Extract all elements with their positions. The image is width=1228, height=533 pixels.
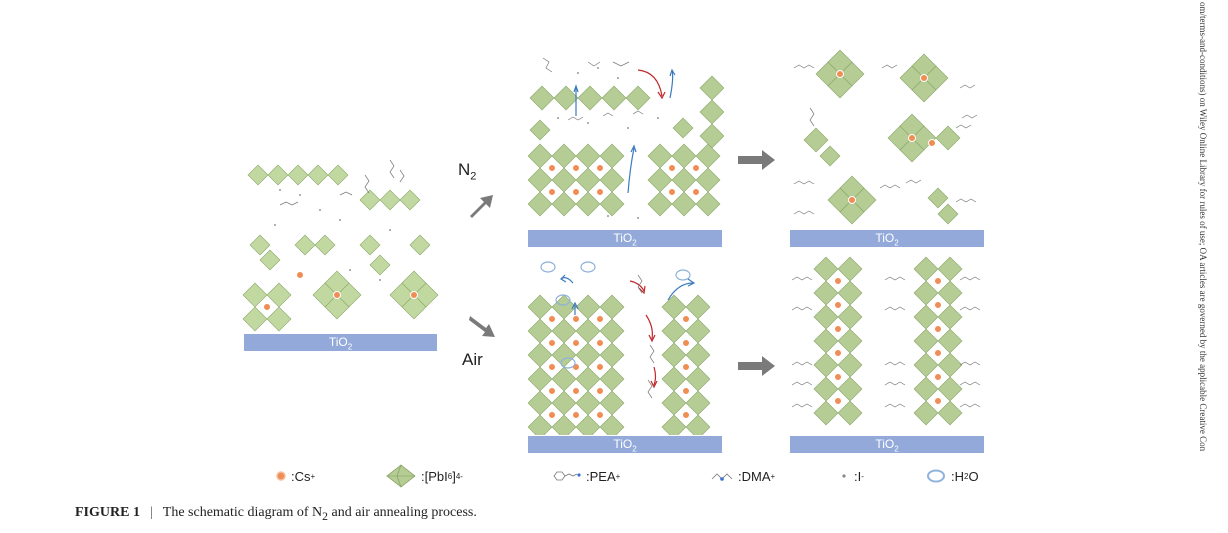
arrow-n2-to-final — [738, 150, 775, 170]
panel-n2-final — [790, 48, 986, 230]
substrate-n2-final: TiO2 — [790, 230, 984, 247]
legend-dma-text: :DMA — [738, 468, 771, 484]
caption-text: The schematic diagram of N — [162, 505, 323, 520]
label-air: Air — [462, 350, 483, 369]
n2-sub: 2 — [470, 170, 477, 183]
legend-h2o-end: O — [968, 468, 979, 484]
legend-cs-text: :Cs — [291, 468, 311, 484]
substrate-air-annealing: TiO2 — [528, 436, 722, 453]
substrate-label-sub: 2 — [632, 444, 637, 454]
substrate-label-sub: 2 — [347, 342, 353, 352]
air-annealing-illustration — [528, 261, 711, 435]
air-final-illustration — [791, 256, 981, 426]
water-molecule-icon — [927, 469, 945, 483]
legend-pea-sup: + — [615, 471, 621, 481]
cs-ion-icon — [276, 471, 286, 481]
legend-pbi-close: ] — [452, 468, 456, 484]
legend-cs: :Cs+ — [275, 463, 315, 489]
panel-n2-annealing — [528, 48, 724, 230]
legend-pbi-sub: 6 — [447, 471, 453, 481]
precursor-illustration — [242, 159, 439, 332]
panel-air-final — [790, 255, 986, 435]
legend-iodide-text: :I — [854, 468, 862, 484]
caption-text-end: and air annealing process. — [327, 505, 477, 520]
n2-final-illustration — [793, 49, 978, 225]
legend-pbi-sup: 4- — [455, 471, 463, 481]
figure-number: FIGURE 1 — [75, 505, 140, 520]
caption-separator: | — [149, 505, 153, 520]
substrate-label: TiO — [875, 231, 895, 245]
n2-annealing-illustration — [528, 57, 724, 219]
legend-iodide-sup: - — [861, 471, 864, 481]
substrate-label: TiO — [613, 437, 633, 451]
legend-h2o-text: :H — [951, 468, 964, 484]
substrate-label-sub: 2 — [894, 444, 899, 454]
legend-pbi-text: :[PbI — [421, 468, 448, 484]
substrate-precursor: TiO2 — [244, 334, 437, 351]
legend-pea-text: :PEA — [586, 468, 616, 484]
arrow-air-to-final — [738, 356, 775, 376]
legend-h2o-sub: 2 — [964, 471, 969, 481]
caption-sub: 2 — [322, 509, 328, 523]
legend-iodide: :I- — [838, 463, 864, 489]
arrow-to-air — [469, 316, 495, 337]
pea-molecule-icon — [553, 471, 581, 481]
substrate-label: TiO — [328, 335, 348, 349]
figure-caption: FIGURE 1 | The schematic diagram of N2 and… — [75, 505, 477, 523]
iodide-ion-icon — [842, 474, 846, 478]
legend-dma-sup: + — [770, 471, 776, 481]
substrate-n2-annealing: TiO2 — [528, 230, 722, 247]
license-text: om/terms-and-conditions) on Wiley Online… — [1198, 2, 1208, 452]
panel-air-annealing — [528, 255, 724, 435]
arrow-to-n2 — [470, 195, 493, 218]
dma-molecule-icon — [711, 473, 733, 481]
substrate-label-sub: 2 — [632, 238, 637, 248]
substrate-air-final: TiO2 — [790, 436, 984, 453]
octahedron-icon — [386, 464, 416, 488]
legend-cs-sup: + — [310, 471, 316, 481]
substrate-label: TiO — [875, 437, 895, 451]
panel-precursor — [240, 150, 440, 340]
substrate-label: TiO — [613, 231, 633, 245]
n2-text: N — [458, 160, 471, 179]
legend-dma: :DMA+ — [710, 463, 775, 489]
substrate-label-sub: 2 — [894, 238, 899, 248]
label-n2: N2 — [458, 160, 476, 182]
license-sidebar: om/terms-and-conditions) on Wiley Online… — [1196, 0, 1218, 533]
legend-pea: :PEA+ — [552, 463, 620, 489]
